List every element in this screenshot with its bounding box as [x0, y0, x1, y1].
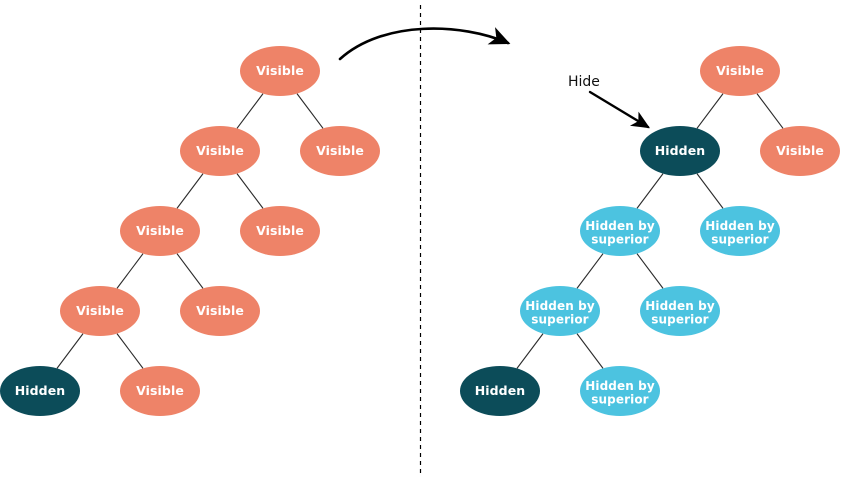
tree-edge — [236, 173, 264, 209]
tree-edge — [116, 253, 144, 289]
curved-arrow-right-icon — [338, 27, 511, 61]
left-tree-edges — [56, 93, 324, 369]
node-label: Visible — [136, 383, 184, 398]
tree-node-hidden[interactable]: Hidden — [460, 366, 540, 416]
node-label: Hidden — [655, 143, 706, 158]
tree-node-visible[interactable]: Visible — [60, 286, 140, 336]
node-shape — [460, 366, 540, 416]
tree-node-visible[interactable]: Visible — [300, 126, 380, 176]
tree-edge — [636, 173, 664, 209]
node-shape — [580, 206, 660, 256]
node-shape — [300, 126, 380, 176]
hide-annotation-label: Hide — [568, 74, 600, 90]
tree-node-hidden[interactable]: Hidden — [640, 126, 720, 176]
tree-edge — [516, 333, 544, 369]
tree-edge — [636, 253, 664, 289]
node-shape — [120, 366, 200, 416]
right-tree-edges — [516, 93, 784, 369]
tree-node-visible[interactable]: Visible — [240, 46, 320, 96]
tree-edge — [756, 93, 784, 129]
node-shape — [760, 126, 840, 176]
tree-edge — [576, 333, 604, 369]
tree-edge — [696, 93, 724, 129]
node-label: Visible — [76, 303, 124, 318]
tree-edge — [176, 173, 204, 209]
tree-node-visible[interactable]: Visible — [120, 206, 200, 256]
node-label: Visible — [136, 223, 184, 238]
tree-node-hidden[interactable]: Hidden — [0, 366, 80, 416]
tree-edge — [236, 93, 264, 129]
node-shape — [240, 46, 320, 96]
node-label: Visible — [256, 223, 304, 238]
node-shape — [520, 286, 600, 336]
tree-edge — [116, 333, 144, 369]
node-shape — [580, 366, 660, 416]
node-label: Visible — [316, 143, 364, 158]
node-shape — [700, 206, 780, 256]
node-shape — [240, 206, 320, 256]
node-label: Visible — [716, 63, 764, 78]
node-shape — [700, 46, 780, 96]
node-label: Visible — [776, 143, 824, 158]
tree-node-visible[interactable]: Visible — [180, 126, 260, 176]
tree-node-visible[interactable]: Visible — [120, 366, 200, 416]
node-shape — [60, 286, 140, 336]
tree-edge — [56, 333, 84, 369]
node-label: Hidden — [15, 383, 66, 398]
tree-edge — [176, 253, 204, 289]
node-label: Visible — [196, 143, 244, 158]
tree-node-visible[interactable]: Visible — [700, 46, 780, 96]
tree-edge — [696, 173, 724, 209]
node-label: Visible — [256, 63, 304, 78]
node-shape — [0, 366, 80, 416]
tree-edge — [576, 253, 604, 289]
node-shape — [180, 286, 260, 336]
tree-node-visible[interactable]: Visible — [180, 286, 260, 336]
node-label: Hidden — [475, 383, 526, 398]
node-shape — [640, 126, 720, 176]
node-shape — [640, 286, 720, 336]
tree-edge — [296, 93, 324, 129]
tree-node-visible[interactable]: Visible — [760, 126, 840, 176]
node-shape — [180, 126, 260, 176]
node-label: Visible — [196, 303, 244, 318]
node-shape — [120, 206, 200, 256]
hide-arrow-pointer-icon — [588, 90, 650, 129]
tree-node-visible[interactable]: Visible — [240, 206, 320, 256]
